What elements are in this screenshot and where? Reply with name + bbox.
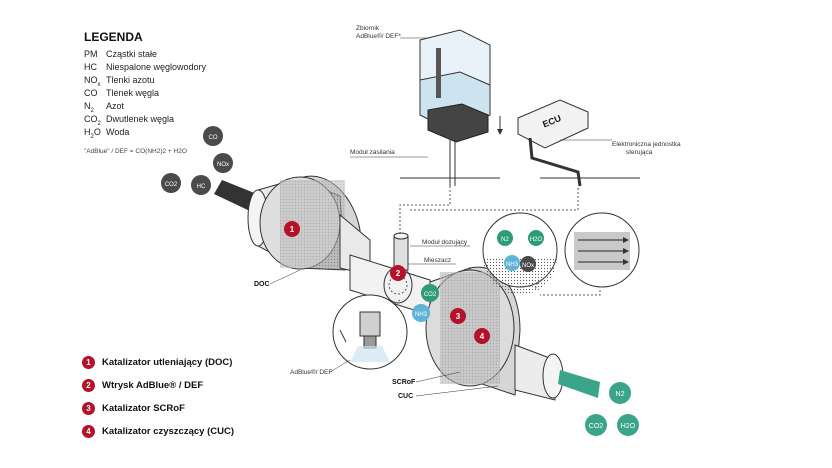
marker-4-label: 4: [480, 332, 485, 341]
dosing-module: [393, 232, 409, 271]
svg-text:NH3: NH3: [506, 262, 519, 268]
gas-out-n2: N2: [609, 382, 631, 404]
doc-callout: DOC: [254, 269, 301, 288]
marker-1: 1: [284, 221, 300, 237]
flow-detail: [564, 212, 640, 288]
ecu-box: ECU: [517, 99, 640, 187]
svg-text:AdBlue®/ DEF*: AdBlue®/ DEF*: [356, 32, 401, 40]
adblue-tank: [400, 29, 503, 186]
svg-text:CO: CO: [209, 135, 218, 141]
step-badge: 1: [82, 356, 95, 369]
svg-text:HC: HC: [197, 184, 206, 190]
svg-text:Moduł zasilania: Moduł zasilania: [350, 149, 395, 156]
svg-text:NOx: NOx: [522, 263, 534, 269]
gas-out-h2o: H2O: [617, 414, 639, 436]
gas-nox: NOx: [213, 153, 233, 173]
gas-co2: CO2: [161, 173, 181, 193]
svg-text:N2: N2: [616, 391, 625, 398]
svg-text:N2: N2: [501, 237, 509, 243]
gas-out-co2: CO2: [585, 414, 607, 436]
injector-detail: [332, 294, 408, 370]
supply-callout: Moduł zasilania: [350, 149, 428, 158]
svg-text:H2O: H2O: [621, 423, 636, 430]
dosing-callout: Moduł dozujący: [410, 239, 470, 247]
marker-4: 4: [474, 328, 490, 344]
ecu-callout: Elektroniczna jednostka sterująca: [560, 139, 681, 156]
svg-text:DOC: DOC: [254, 281, 270, 288]
outlet-stream: [558, 370, 600, 398]
adblue-formula: "AdBlue" / DEF = CO(NH2)2 + H2O: [84, 148, 187, 155]
step-badge: 2: [82, 379, 95, 392]
gas-co: CO: [203, 126, 223, 146]
cuc-callout: CUC: [398, 385, 499, 400]
svg-text:NOx: NOx: [217, 162, 229, 168]
gas-mid-co2: CO2: [421, 284, 439, 302]
step-badge: 3: [82, 402, 95, 415]
doc-canister: [247, 175, 371, 276]
svg-text:SCRoF: SCRoF: [392, 379, 416, 386]
gas-hc: HC: [191, 175, 211, 195]
svg-text:NH3: NH3: [415, 312, 428, 318]
mixer-callout: Mieszacz: [408, 257, 456, 265]
svg-text:Zbiornik: Zbiornik: [356, 25, 380, 32]
marker-3: 3: [450, 308, 466, 324]
step-badge: 4: [82, 425, 95, 438]
svg-text:sterująca: sterująca: [626, 149, 653, 156]
reaction-detail: N2 H2O NH3 NOx: [482, 212, 558, 295]
marker-2: 2: [390, 265, 406, 281]
svg-text:Mieszacz: Mieszacz: [424, 257, 451, 264]
svg-text:H2O: H2O: [530, 237, 543, 243]
svg-text:Elektroniczna jednostka: Elektroniczna jednostka: [612, 141, 681, 148]
legend-title: LEGENDA: [84, 30, 143, 44]
svg-text:CUC: CUC: [398, 393, 413, 400]
svg-text:CO2: CO2: [424, 292, 437, 298]
svg-text:AdBlue®/ DEF: AdBlue®/ DEF: [290, 368, 332, 376]
svg-text:CO2: CO2: [165, 182, 178, 188]
adblue-callout: AdBlue®/ DEF: [290, 359, 351, 376]
marker-3-label: 3: [456, 312, 461, 321]
marker-1-label: 1: [290, 225, 295, 234]
scrof-cuc-canister: [425, 266, 564, 401]
tank-callout: Zbiornik AdBlue®/ DEF*: [356, 25, 428, 40]
svg-text:Moduł dozujący: Moduł dozujący: [422, 239, 468, 246]
gas-mid-nh3: NH3: [412, 304, 430, 322]
svg-text:CO2: CO2: [589, 423, 604, 430]
marker-2-label: 2: [396, 269, 401, 278]
scrof-callout: SCRoF: [392, 371, 461, 386]
